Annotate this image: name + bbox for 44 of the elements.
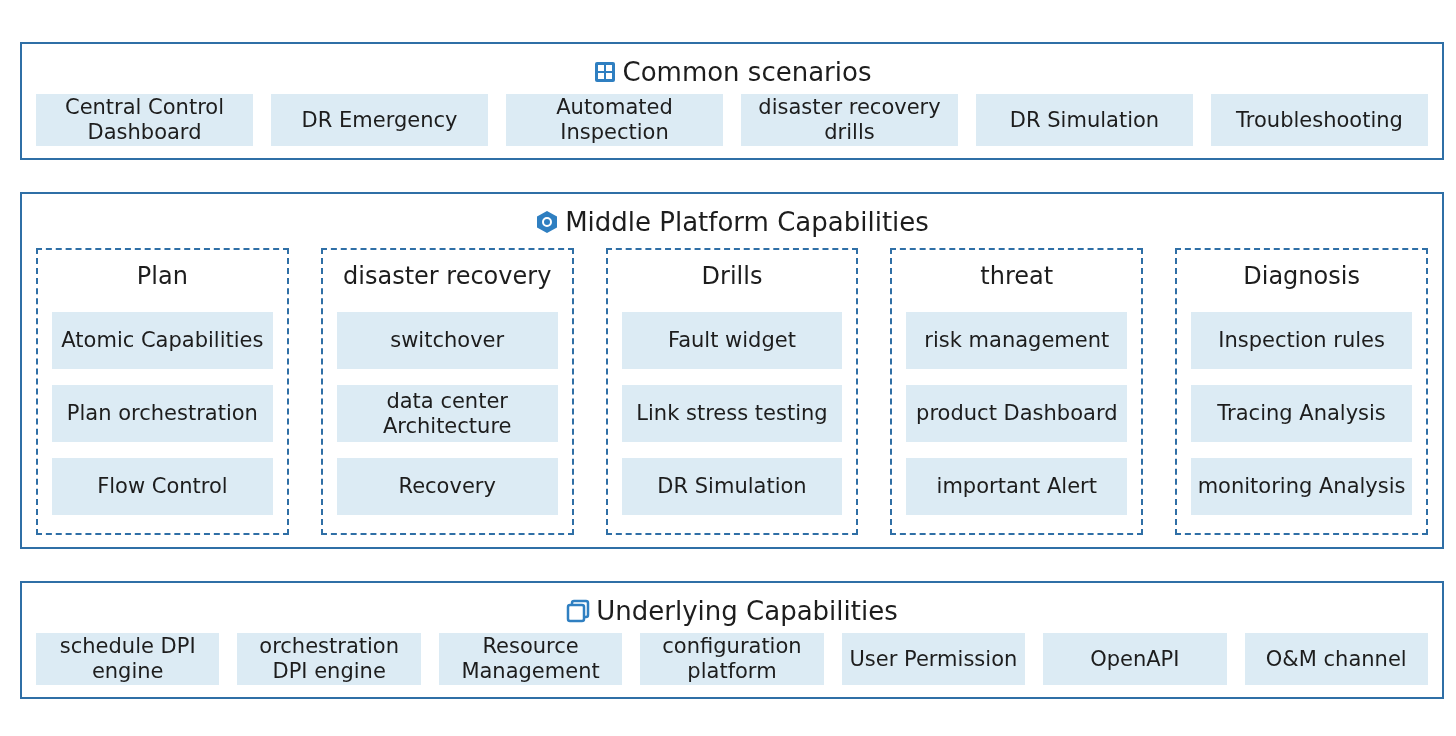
capability-tile: Flow Control: [52, 458, 273, 515]
layer-title: Common scenarios: [622, 57, 872, 87]
capability-tile: Troubleshooting: [1211, 94, 1428, 146]
capability-tile: User Permission: [841, 633, 1026, 685]
group-panel: [890, 248, 1144, 535]
capability-tile: Inspection rules: [1191, 312, 1412, 369]
capability-tile: Link stress testing: [621, 385, 843, 442]
capability-tile: O&M channel: [1244, 633, 1428, 685]
group-title: Drills: [700, 261, 764, 292]
capability-tile: Automated Inspection: [506, 94, 723, 146]
group-title: Plan: [135, 261, 189, 292]
group-panel: [36, 248, 289, 535]
group-panel: [320, 248, 574, 535]
capability-tile: Tracing Analysis: [1191, 385, 1412, 442]
capability-tile: important Alert: [906, 458, 1128, 515]
capability-tile: Fault widget: [621, 312, 843, 369]
layer-panel: [20, 581, 1444, 699]
layer-panel: [20, 42, 1444, 160]
group-title: threat: [979, 261, 1055, 292]
capability-tile: DR Simulation: [976, 94, 1193, 146]
capability-tile: Atomic Capabilities: [52, 312, 273, 369]
capability-tile: product Dashboard: [906, 385, 1128, 442]
capability-tile: DR Simulation: [621, 458, 843, 515]
capability-tile: configuration platform: [640, 633, 824, 685]
capability-tile: risk management: [906, 312, 1128, 369]
capability-tile: DR Emergency: [271, 94, 488, 146]
capability-tile: Central Control Dashboard: [36, 94, 253, 146]
capability-tile: Recovery: [336, 458, 558, 515]
layer-title: Middle Platform Capabilities: [565, 207, 929, 237]
capability-tile: switchover: [336, 312, 558, 369]
capability-tile: Resource Management: [438, 633, 623, 685]
capability-tile: schedule DPI engine: [36, 633, 220, 685]
capability-tile: orchestration DPI engine: [237, 633, 421, 685]
group-title: Diagnosis: [1242, 261, 1361, 292]
capability-tile: Plan orchestration: [52, 385, 273, 442]
layer-title: Underlying Capabilities: [596, 596, 898, 626]
capability-tile: disaster recovery drills: [741, 94, 958, 146]
group-title: disaster recovery: [342, 261, 553, 292]
capability-tile: OpenAPI: [1043, 633, 1227, 685]
capability-tile: monitoring Analysis: [1191, 458, 1412, 515]
layer-panel: [20, 192, 1444, 549]
group-panel: [605, 248, 859, 535]
group-panel: [1175, 248, 1428, 535]
capability-tile: data center Architecture: [336, 385, 558, 442]
